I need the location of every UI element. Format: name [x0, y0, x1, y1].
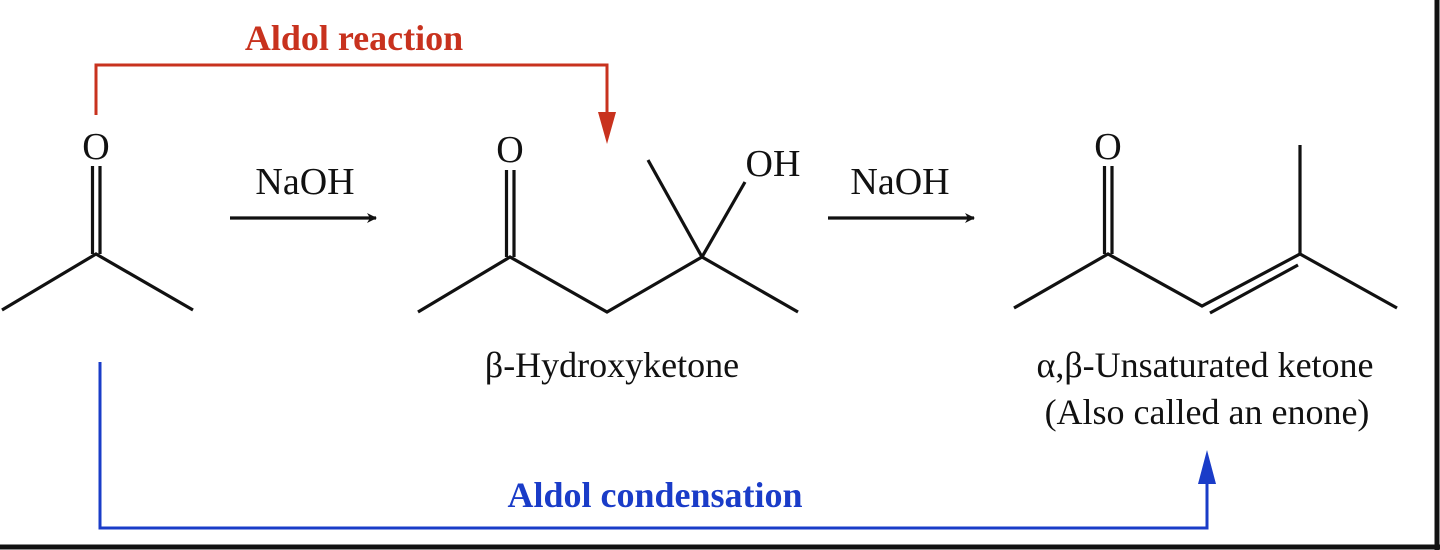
reactant-oxygen: O [82, 126, 109, 168]
step2-reagent: NaOH [850, 161, 949, 203]
aldol-reaction-label: Aldol reaction [245, 18, 463, 58]
product-enone: O α,β-Unsaturated ketone (Also called an… [1013, 126, 1398, 432]
reactant-acetone: O [1, 126, 194, 312]
step1-reagent: NaOH [255, 161, 354, 203]
aldol-reaction-arrowhead [598, 112, 616, 144]
intermediate-hydroxyketone: O OH β-Hydroxyketone [417, 129, 801, 385]
product-oxygen: O [1094, 126, 1121, 168]
aldol-condensation-path [98, 362, 1209, 530]
aldol-condensation-label: Aldol condensation [507, 475, 802, 515]
product-note: (Also called an enone) [1045, 392, 1370, 432]
aldol-reaction-path [94, 63, 609, 120]
intermediate-name: β-Hydroxyketone [485, 345, 739, 385]
intermediate-oxygen: O [496, 129, 523, 171]
aldol-condensation-arrowhead [1198, 450, 1216, 484]
product-name: α,β-Unsaturated ketone [1036, 345, 1373, 385]
intermediate-hydroxyl: OH [746, 143, 801, 185]
